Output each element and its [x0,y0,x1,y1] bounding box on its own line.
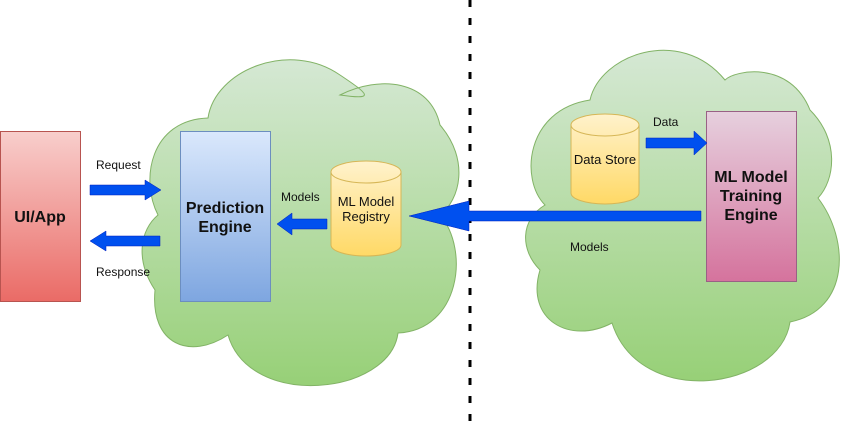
training-engine-label-line3: Engine [724,207,777,224]
prediction-engine-label-line1: Prediction [186,200,264,217]
ui-app-node[interactable]: UI/App [0,131,81,302]
ui-app-label: UI/App [14,209,66,226]
data-label: Data [653,115,679,129]
prediction-engine-node[interactable]: Prediction Engine [180,131,271,302]
models-training-label: Models [570,240,609,254]
request-arrow: Request [89,158,162,201]
ml-model-registry-label-line2: Registry [342,209,390,224]
response-arrow: Response [89,230,161,279]
data-store-label: Data Store [574,152,636,167]
request-label: Request [96,158,141,172]
prediction-engine-label-line2: Engine [198,219,251,236]
models-training-arrow: Models [408,200,702,254]
training-engine-node[interactable]: ML Model Training Engine [706,111,797,282]
ml-model-registry-node[interactable]: ML Model Registry [330,160,402,257]
response-label: Response [96,265,150,279]
models-registry-label: Models [281,190,320,204]
ml-model-registry-label-line1: ML Model [338,194,395,209]
data-arrow: Data [645,115,708,156]
training-engine-label-line2: Training [720,188,782,205]
training-engine-label-line1: ML Model [714,169,787,186]
data-store-node[interactable]: Data Store [570,113,640,205]
models-registry-arrow: Models [276,190,328,236]
